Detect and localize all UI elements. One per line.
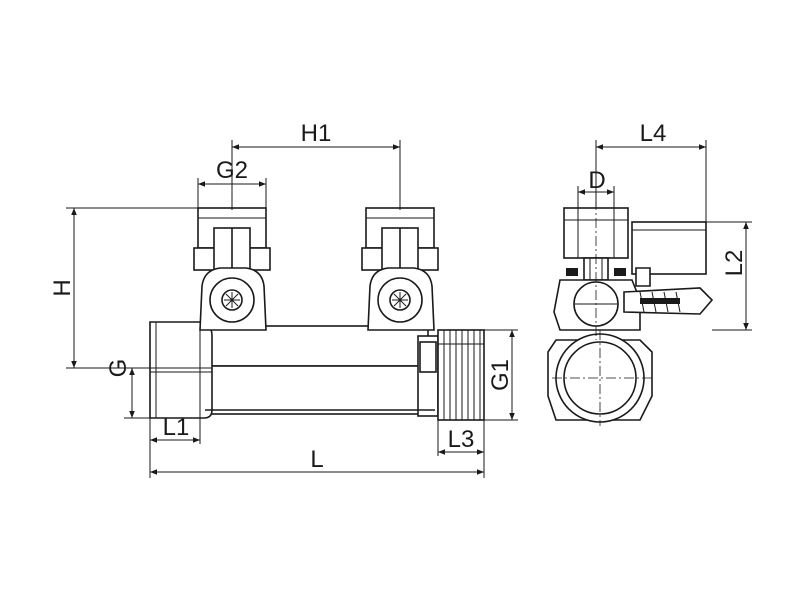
dimension-l2: L2	[706, 221, 752, 331]
dimension-label-l3: L3	[448, 426, 475, 453]
valve-left	[193, 207, 271, 331]
dimension-g2: G2	[197, 157, 267, 208]
side-view: L4 D L2	[547, 120, 752, 426]
dimension-label-l2: L2	[721, 250, 748, 277]
dimension-label-g2: G2	[216, 157, 248, 184]
dimension-h: H	[49, 207, 200, 369]
dimension-l4: L4	[595, 120, 707, 222]
dimension-label-g1: G1	[487, 359, 514, 391]
dimension-label-l1: L1	[163, 414, 190, 441]
dimension-label-l4: L4	[640, 120, 667, 147]
dimension-g1: G1	[484, 329, 518, 421]
dimension-l3: L3	[437, 420, 485, 478]
dimension-g: G	[105, 359, 150, 419]
dimension-label-l: L	[310, 446, 323, 473]
dimension-h1: H1	[231, 120, 401, 210]
dimension-l1: L1	[149, 414, 201, 478]
dimension-l: L	[150, 446, 484, 475]
valve-right	[361, 207, 439, 331]
dimension-label-g: G	[105, 359, 132, 378]
dimension-label-h: H	[49, 279, 76, 296]
dimension-label-d: D	[588, 167, 605, 194]
dimension-label-h1: H1	[301, 120, 332, 147]
dimension-d: D	[577, 167, 615, 208]
manifold-body	[149, 321, 485, 421]
front-view: H1 G2 H G G1	[49, 120, 518, 478]
